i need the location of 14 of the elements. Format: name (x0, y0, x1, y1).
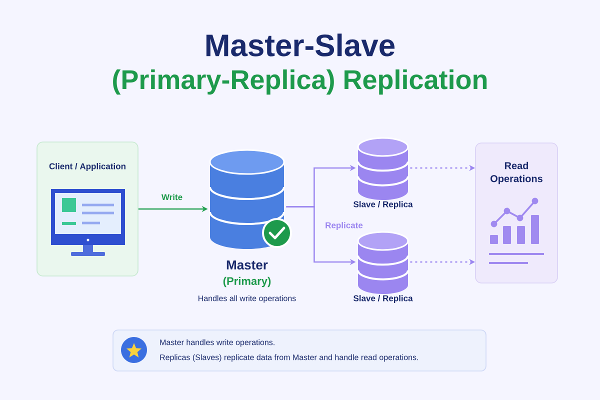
database-cylinder: Slave / Replica (353, 231, 413, 303)
database-cylinder: Master (Primary) (209, 149, 285, 288)
subtitle: (Primary-Replica) Replication (113, 69, 487, 95)
note-box: Master handles write operations. Replicas (Slaves) replicate data from Master and handle read operations. (112, 330, 486, 372)
edge-label: Write (161, 194, 182, 200)
database-cylinder: Slave / Replica (353, 137, 413, 209)
node-label: (Primary) (223, 276, 271, 288)
description: Handles all write operations (198, 295, 296, 303)
node-label: Master (226, 260, 268, 270)
title: Master-Slave (206, 34, 395, 56)
node-label: Slave / Replica (353, 201, 413, 209)
read-operations-box: Read Operations (475, 142, 558, 284)
node-label: Slave / Replica (353, 295, 413, 303)
edge-label: Replicate (326, 222, 363, 230)
